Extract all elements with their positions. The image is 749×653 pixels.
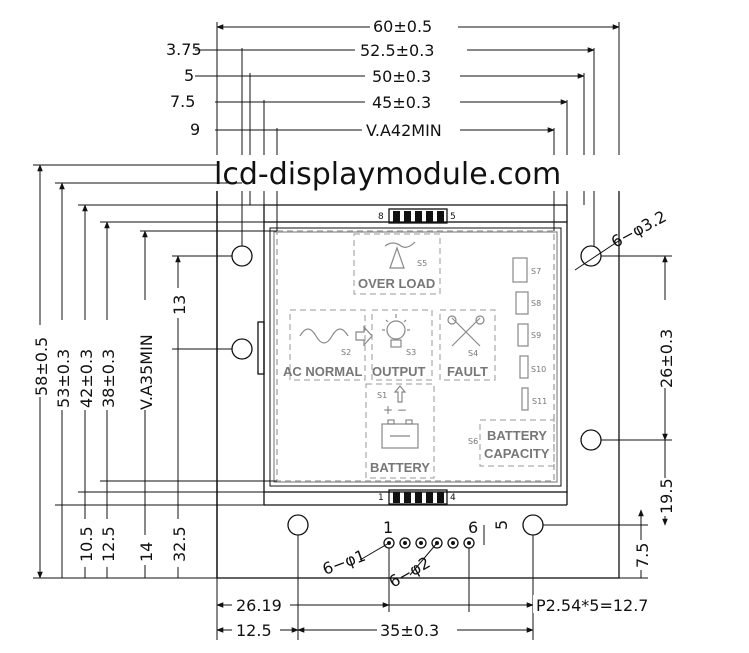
connector-pin-5: 5	[450, 212, 456, 222]
hole-bottom-left	[287, 514, 309, 536]
segment-battery-capacity-2: CAPACITY	[484, 446, 550, 461]
hole-top-left	[231, 245, 253, 267]
lcd-glass	[273, 231, 558, 483]
segment-s7: S7	[531, 267, 541, 276]
dim-45: 45±0.3	[372, 93, 431, 112]
dim-35: 35±0.3	[380, 621, 439, 640]
svg-text:+ −: + −	[383, 403, 407, 417]
watermark: lcd-displaymodule.com	[214, 157, 561, 192]
capacity-bar-s9	[517, 323, 529, 347]
pin-6-label: 6	[468, 518, 478, 537]
viewing-area	[276, 230, 555, 482]
phi1-label: 6−φ1	[320, 546, 368, 579]
connector-pin-1: 1	[378, 493, 384, 503]
bottom-connector: 1 4	[378, 489, 456, 505]
dim-7-5: 7.5	[170, 92, 195, 111]
capacity-bar-s8	[515, 291, 529, 315]
hole-mid-right	[580, 429, 602, 451]
hole-mid-left	[231, 338, 253, 360]
segment-battery-capacity-1: BATTERY	[487, 428, 547, 443]
connector-pin-8: 8	[378, 212, 384, 222]
dim-10-5: 10.5	[77, 526, 96, 562]
module-outline	[216, 164, 620, 579]
segment-s5: S5	[417, 259, 427, 268]
phi2-label: 6−φ2	[386, 553, 434, 592]
dim-50: 50±0.3	[372, 67, 431, 86]
segment-s4: S4	[468, 349, 478, 358]
segment-s3: S3	[406, 348, 416, 357]
dim-38: 38±0.3	[99, 349, 118, 408]
dim-42: 42±0.3	[77, 349, 96, 408]
segment-overload: OVER LOAD	[358, 276, 435, 291]
segment-battery: BATTERY	[370, 460, 430, 475]
dim-26-19: 26.19	[236, 596, 282, 615]
dim-pitch: P2.54*5=12.7	[536, 596, 648, 615]
segment-fault: FAULT	[447, 364, 488, 379]
left-dimensions: 58±0.5 53±0.3 42±0.3 38±0.3 V.A35MIN 13 …	[31, 164, 277, 579]
segment-s8: S8	[531, 299, 541, 308]
capacity-bar-s11	[521, 387, 529, 411]
segment-s2: S2	[341, 348, 351, 357]
dim-5-pins: 5	[492, 520, 511, 530]
top-dimensions: 3.75 5 7.5 9 60±0.5 52.5±0.3 50±0.3 45±0…	[166, 15, 620, 246]
dim-7-5-right: 7.5	[633, 543, 652, 568]
dim-12-5: 12.5	[99, 526, 118, 562]
pin-1-label: 1	[383, 518, 393, 537]
dim-32-5: 32.5	[170, 526, 189, 562]
segment-s10: S10	[531, 365, 546, 374]
segment-s9: S9	[531, 331, 541, 340]
dim-60: 60±0.5	[373, 17, 432, 36]
bottom-dimensions: 26.19 12.5 35±0.3 P2.54*5=12.7	[216, 535, 675, 640]
hole-bottom-right	[522, 514, 544, 536]
capacity-bar-s10	[519, 355, 529, 379]
dim-9: 9	[190, 120, 200, 139]
dim-53: 53±0.3	[54, 349, 73, 408]
segment-output: OUTPUT	[372, 364, 426, 379]
dim-12-5-bottom: 12.5	[236, 621, 272, 640]
dim-5: 5	[184, 66, 194, 85]
top-connector: 8 5	[378, 208, 456, 224]
dim-19-5: 19.5	[657, 478, 676, 514]
segment-ac-normal: AC NORMAL	[283, 364, 362, 379]
dim-52-5: 52.5±0.3	[360, 41, 434, 60]
dim-3-75: 3.75	[166, 40, 202, 59]
side-tab	[257, 321, 265, 375]
dim-58: 58±0.5	[32, 337, 51, 396]
segment-s1: S1	[377, 391, 387, 400]
dim-va35: V.A35MIN	[137, 334, 156, 410]
hole-top-right	[580, 245, 602, 267]
hole-callout: 6−φ3.2	[608, 207, 670, 252]
lcd-frame	[269, 227, 562, 487]
dim-26: 26±0.3	[657, 329, 676, 388]
dim-va42: V.A42MIN	[366, 121, 442, 140]
connector-pin-4: 4	[450, 493, 456, 503]
lcd-segments: S5 OVER LOAD S2 AC NORMAL S3 OUTPUT S4 F…	[283, 233, 555, 479]
dim-14: 14	[137, 542, 156, 562]
capacity-bar-s7	[512, 257, 528, 283]
segment-s6: S6	[468, 437, 478, 446]
pin-header: 1 6 6−φ1 6−φ2	[320, 518, 478, 591]
dim-13: 13	[170, 295, 189, 315]
segment-s11: S11	[532, 397, 547, 406]
